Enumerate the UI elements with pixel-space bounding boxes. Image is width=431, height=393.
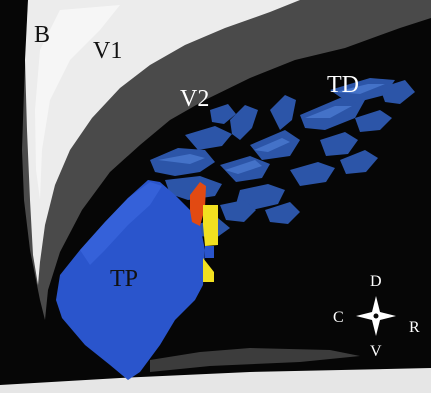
panel-label: B [34, 22, 50, 48]
region-label-tp: TP [110, 266, 138, 292]
compass-label-left: C [333, 309, 344, 326]
compass-label-top: D [370, 273, 382, 290]
region-label-v1: V1 [93, 38, 122, 64]
region-label-v2: V2 [180, 86, 209, 112]
activation-blue-mid [205, 246, 214, 258]
compass-center [374, 314, 379, 319]
region-label-td: TD [327, 72, 359, 98]
compass-label-bottom: V [370, 343, 382, 360]
activation-yellow-upper [203, 205, 218, 246]
compass-label-right: R [409, 319, 420, 336]
